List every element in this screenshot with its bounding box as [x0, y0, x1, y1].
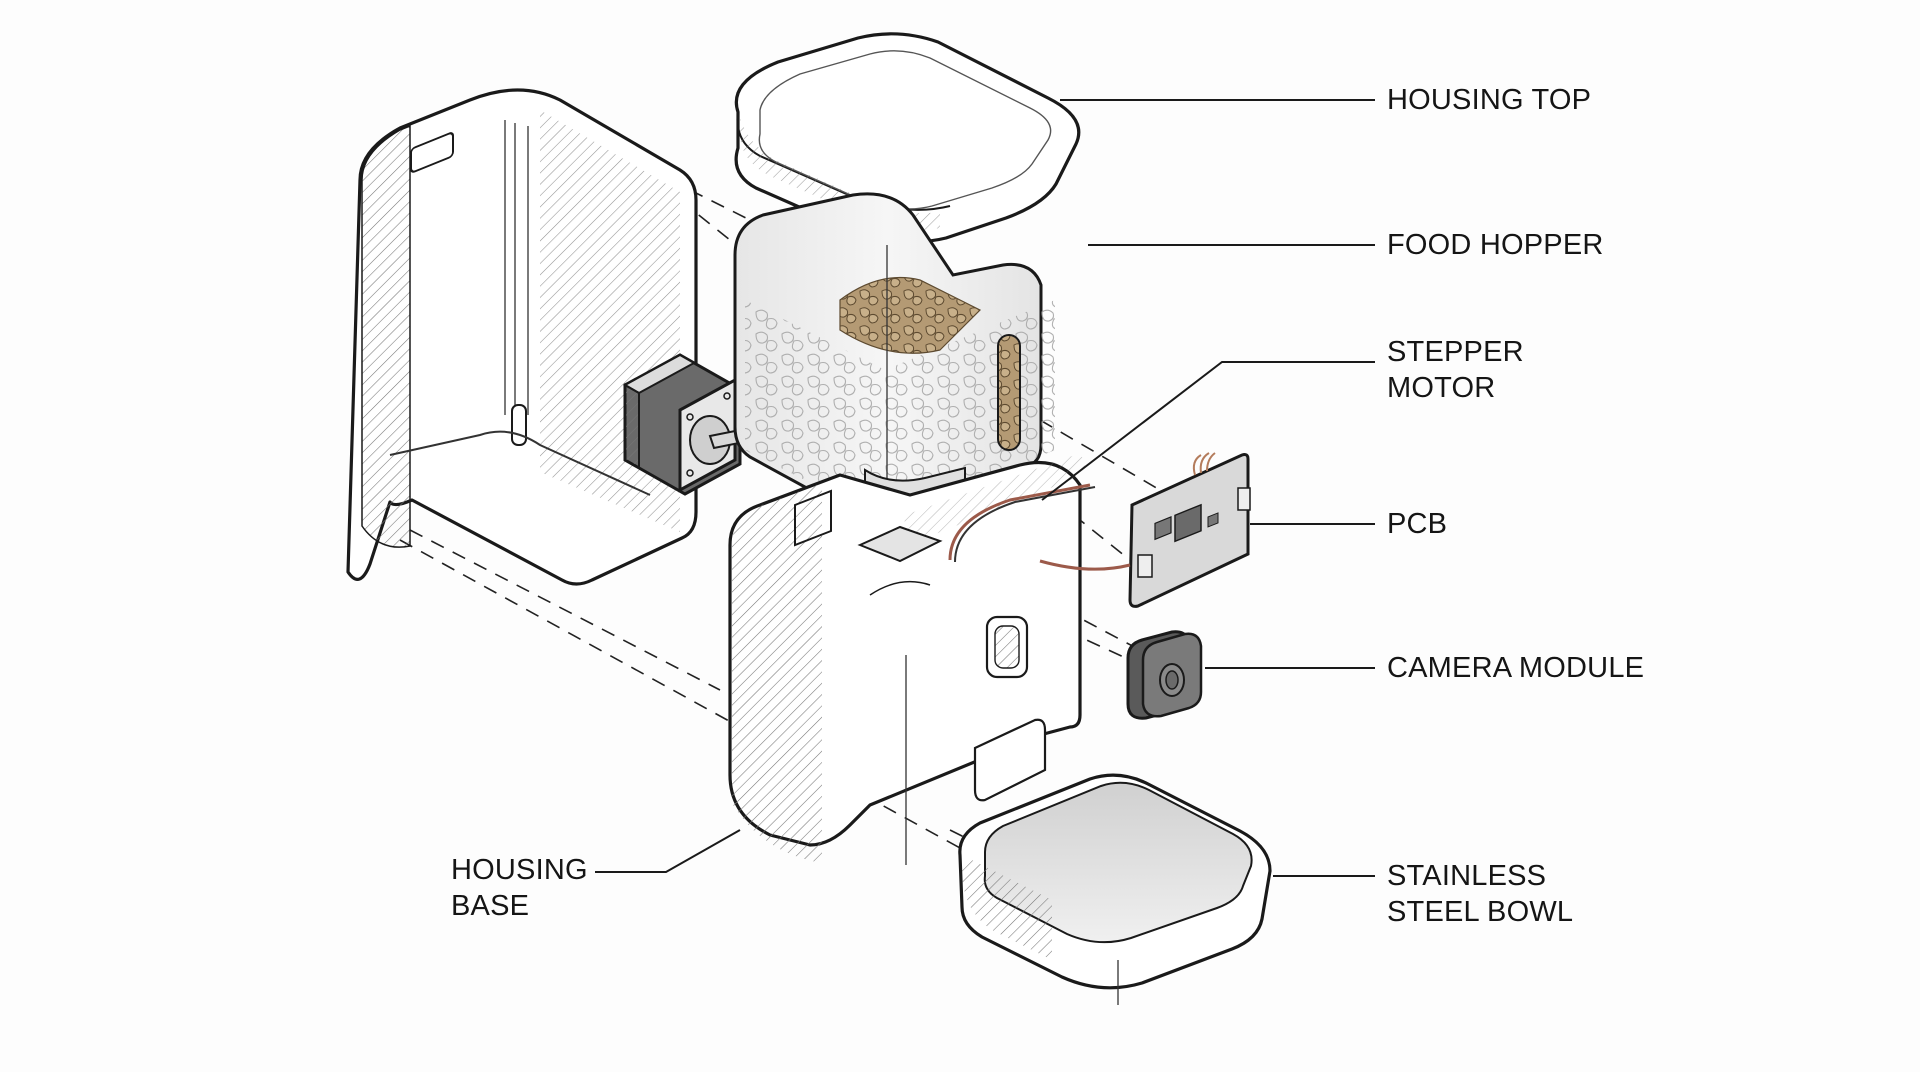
leader-housing-base — [595, 829, 741, 873]
leader-lines — [595, 99, 1375, 877]
guide-line — [689, 189, 751, 221]
camera-module[interactable] — [1126, 630, 1203, 720]
stainless-steel-bowl[interactable] — [958, 773, 1272, 1005]
label-stainless-steel-bowl: STAINLESS STEEL BOWL — [1387, 860, 1574, 928]
pcb[interactable] — [1039, 452, 1251, 608]
food-hopper[interactable] — [733, 192, 1055, 539]
guide-line — [409, 529, 721, 691]
label-housing-top: HOUSING TOP — [1387, 84, 1592, 116]
housing-side-panel[interactable] — [346, 88, 698, 586]
guide-line — [399, 539, 1001, 871]
label-stepper-motor: STEPPER MOTOR — [1387, 336, 1524, 404]
label-pcb: PCB — [1387, 508, 1448, 540]
label-camera-module: CAMERA MODULE — [1387, 652, 1645, 684]
leader-stepper-motor — [1041, 361, 1375, 501]
label-food-hopper: FOOD HOPPER — [1387, 229, 1604, 261]
housing-top[interactable] — [734, 32, 1081, 244]
stepper-motor[interactable] — [622, 353, 747, 496]
label-housing-base: HOUSING BASE — [451, 854, 588, 922]
housing-base[interactable] — [728, 455, 1096, 865]
